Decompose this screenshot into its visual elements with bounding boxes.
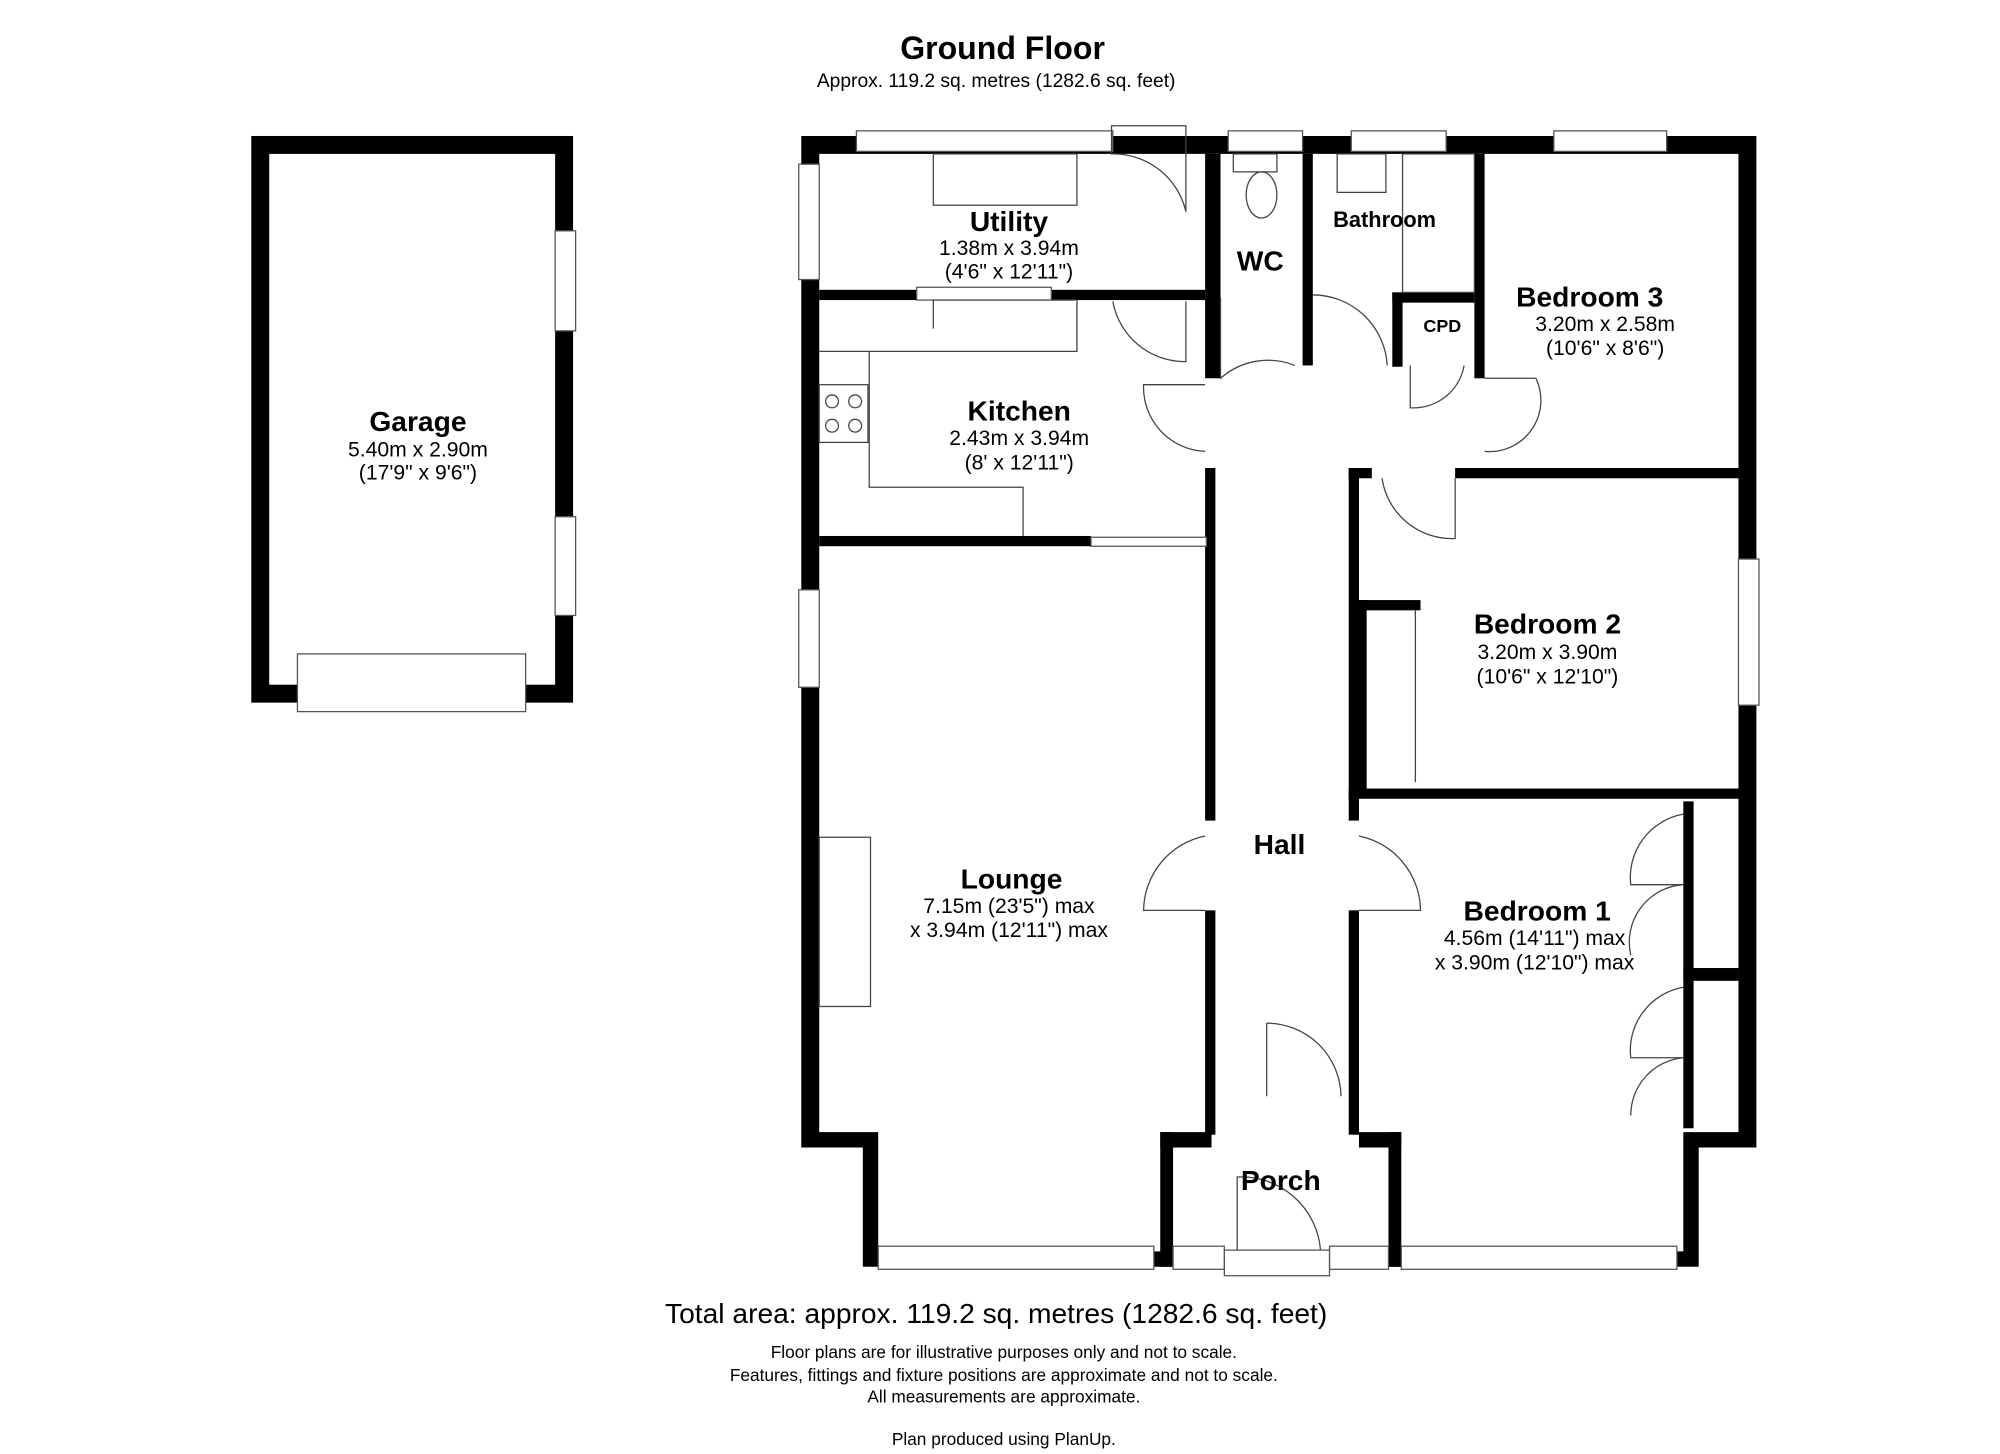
plan-title: Ground Floor (900, 30, 1105, 66)
fireplace (818, 836, 872, 1008)
room-dimensions-imperial: (17'9" x 9'6") (359, 462, 477, 485)
fixtures (818, 153, 1475, 1008)
total-area: Total area: approx. 119.2 sq. metres (12… (665, 1297, 1327, 1329)
disclaimer-line: Floor plans are for illustrative purpose… (771, 1342, 1237, 1362)
room-name: Kitchen (968, 395, 1071, 427)
disclaimer-line: All measurements are approximate. (867, 1387, 1140, 1407)
room-name: Porch (1241, 1164, 1321, 1196)
toilet-cistern (1232, 153, 1278, 173)
plan-credit: Plan produced using PlanUp. (892, 1429, 1116, 1449)
room-labels: Utility 1.38m x 3.94m (4'6" x 12'11") WC… (910, 205, 1675, 1196)
room-name: Hall (1254, 828, 1306, 860)
room-name: CPD (1423, 316, 1461, 336)
room-dimensions-metric: 7.15m (23'5") max (923, 895, 1095, 918)
room-name: Utility (970, 205, 1049, 237)
room-dimensions-metric: 5.40m x 2.90m (348, 438, 488, 461)
garage-window (554, 516, 577, 617)
kitchen-worktop (819, 300, 1078, 536)
room-dimensions-metric: 4.56m (14'11") max (1444, 927, 1626, 950)
basin (1336, 153, 1387, 194)
plan-subtitle: Approx. 119.2 sq. metres (1282.6 sq. fee… (817, 71, 1176, 92)
room-name: Bathroom (1333, 207, 1436, 232)
room-dimensions-imperial: (10'6" x 8'6") (1546, 337, 1664, 360)
room-dimensions-imperial: (10'6" x 12'10") (1477, 665, 1619, 688)
room-dimensions-imperial: (4'6" x 12'11") (945, 260, 1073, 283)
utility-sink-unit (932, 153, 1078, 206)
room-name: Bedroom 3 (1516, 280, 1663, 312)
room-dimensions-imperial: x 3.90m (12'10") max (1435, 951, 1635, 974)
room-name: WC (1237, 245, 1284, 277)
hob (818, 384, 869, 444)
room-dimensions-metric: 3.20m x 2.58m (1535, 313, 1675, 336)
toilet (1245, 171, 1278, 219)
room-dimensions-imperial: x 3.94m (12'11") max (910, 919, 1108, 942)
garage-window (554, 230, 577, 332)
windows (798, 130, 1760, 1277)
garage: Garage 5.40m x 2.90m (17'9" x 9'6") (251, 135, 577, 713)
room-name: Bedroom 2 (1474, 607, 1621, 639)
room-dimensions-metric: 3.20m x 3.90m (1478, 641, 1618, 664)
room-dimensions-imperial: (8' x 12'11") (965, 451, 1074, 474)
disclaimer-line: Features, fittings and fixture positions… (730, 1365, 1278, 1385)
room-name: Bedroom 1 (1464, 895, 1611, 927)
room-dimensions-metric: 2.43m x 3.94m (949, 427, 1089, 450)
room-name: Lounge (961, 863, 1063, 895)
garage-door (296, 653, 527, 713)
room-dimensions-metric: 1.38m x 3.94m (939, 237, 1079, 260)
room-name: Garage (369, 405, 466, 437)
doors (1110, 125, 1684, 1251)
bath (1401, 153, 1475, 294)
